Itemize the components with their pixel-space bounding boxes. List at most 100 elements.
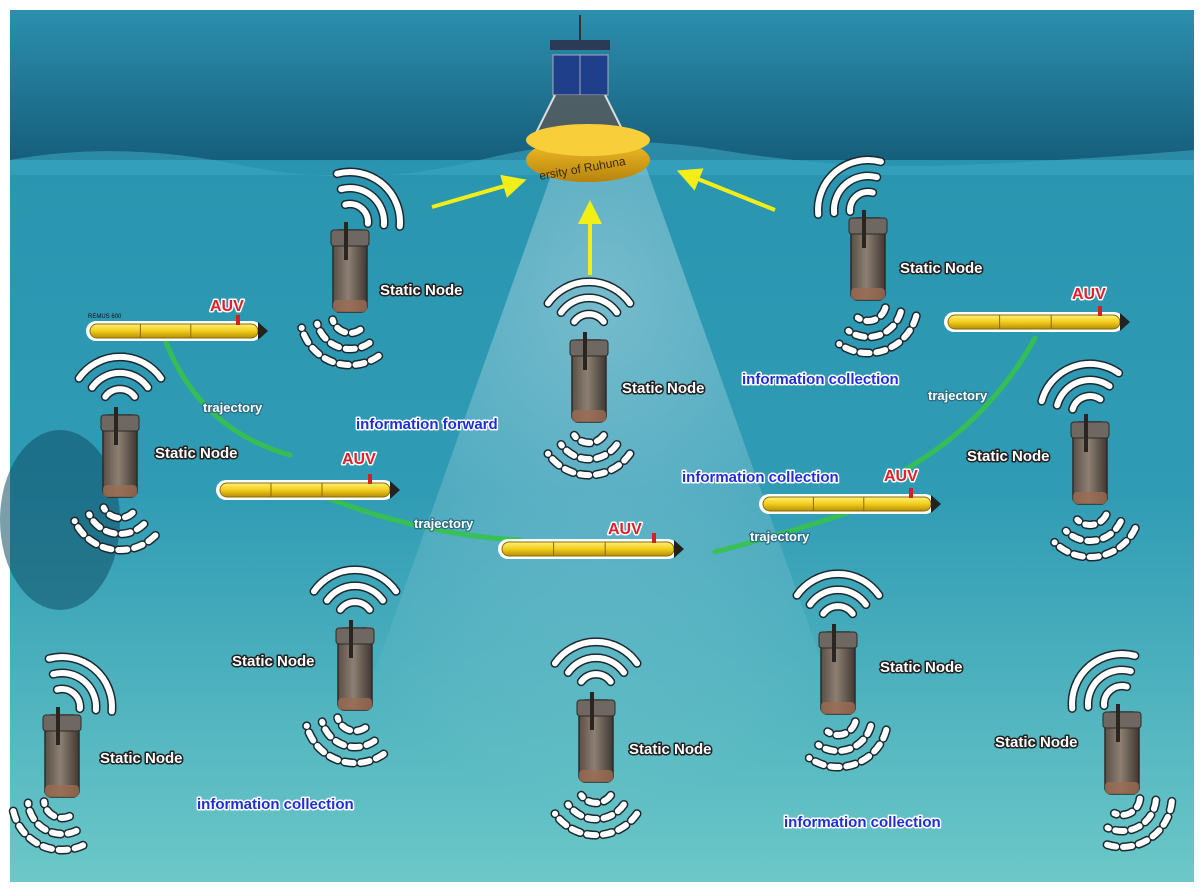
node-cap xyxy=(100,414,140,432)
static-nodes xyxy=(7,155,1177,855)
trajectory-label: trajectory xyxy=(414,516,474,531)
node-base xyxy=(1073,492,1107,504)
signal-waves-down-icon xyxy=(834,303,921,358)
signal-waves-up-icon xyxy=(550,637,642,687)
node-base xyxy=(821,702,855,714)
static-node xyxy=(297,167,405,370)
signal-waves-down-icon xyxy=(550,790,642,840)
node-cap xyxy=(848,217,888,235)
static-node-label: Static Node xyxy=(155,445,238,462)
trajectory-paths xyxy=(162,335,1038,555)
static-node-label: Static Node xyxy=(900,260,983,277)
signal-waves-up-icon xyxy=(44,652,117,716)
node-base xyxy=(45,785,79,797)
static-node-label: Static Node xyxy=(380,282,463,299)
auv-hull xyxy=(762,496,932,512)
signal-waves-up-icon xyxy=(543,277,635,327)
auv-propeller-icon xyxy=(1120,313,1130,331)
trajectory-label: trajectory xyxy=(203,400,263,415)
signal-waves-down-icon xyxy=(804,717,891,772)
auv-propeller-icon xyxy=(258,322,268,340)
trajectory-path-right xyxy=(902,335,1038,473)
information-collection-label: information collection xyxy=(742,371,899,388)
auv-propeller-icon xyxy=(390,481,400,499)
node-base xyxy=(103,485,137,497)
signal-waves-up-icon xyxy=(1037,359,1124,414)
signal-waves-down-icon xyxy=(1096,794,1177,852)
node-cap xyxy=(1070,421,1110,439)
static-node xyxy=(7,652,117,855)
static-node-label: Static Node xyxy=(622,380,705,397)
static-node xyxy=(813,155,921,358)
auv-hull xyxy=(219,482,391,498)
static-node xyxy=(70,352,166,555)
signal-waves-down-icon xyxy=(1050,510,1140,562)
surface-buoy: ersity of Ruhuna xyxy=(526,15,650,183)
trajectory-label: trajectory xyxy=(928,388,988,403)
auv-hull xyxy=(89,323,259,339)
static-node xyxy=(543,277,635,480)
forward-arrows xyxy=(431,168,776,275)
node-base xyxy=(572,410,606,422)
signal-waves-down-icon xyxy=(302,713,389,768)
signal-waves-up-icon xyxy=(74,352,166,402)
node-base xyxy=(579,770,613,782)
node-base xyxy=(851,288,885,300)
auv-hull xyxy=(947,314,1121,330)
information-collection-label: information collection xyxy=(784,814,941,831)
auv-label: AUV xyxy=(884,468,918,485)
auv-vehicle xyxy=(759,488,941,514)
node-cap xyxy=(335,627,375,645)
auv-antenna xyxy=(368,474,372,484)
signal-waves-up-icon xyxy=(309,565,401,615)
auv-label: AUV xyxy=(342,451,376,468)
arrow-right xyxy=(676,168,776,212)
node-base xyxy=(338,698,372,710)
node-base xyxy=(333,300,367,312)
information-collection-label: information collection xyxy=(682,469,839,486)
information-collection-label: information collection xyxy=(197,796,354,813)
static-node-label: Static Node xyxy=(880,659,963,676)
auv-vehicle xyxy=(216,474,400,500)
node-cap xyxy=(576,699,616,717)
static-node-label: Static Node xyxy=(967,448,1050,465)
signal-waves-down-icon xyxy=(297,315,384,370)
static-node xyxy=(1037,359,1140,562)
trajectory-path-left xyxy=(162,337,293,458)
static-node-label: Static Node xyxy=(232,653,315,670)
trajectory-path-center xyxy=(317,492,523,543)
signal-waves-up-icon xyxy=(332,167,405,231)
auv-label: AUV xyxy=(608,521,642,538)
auv-vehicle xyxy=(944,306,1130,332)
trajectory-label: trajectory xyxy=(750,529,810,544)
signal-waves-up-icon xyxy=(813,155,886,219)
node-cap xyxy=(42,714,82,732)
static-node-label: Static Node xyxy=(100,750,183,767)
node-cap xyxy=(818,631,858,649)
auv-antenna xyxy=(236,315,240,325)
node-cap xyxy=(330,229,370,247)
node-cap xyxy=(1102,711,1142,729)
signal-waves-down-icon xyxy=(70,503,160,555)
static-node-label: Static Node xyxy=(995,734,1078,751)
auv-label: AUV xyxy=(1072,286,1106,303)
arrow-left xyxy=(431,174,527,209)
light-rays xyxy=(300,150,900,882)
auv-propeller-icon xyxy=(674,540,684,558)
signal-waves-down-icon xyxy=(7,797,88,855)
node-cap xyxy=(569,339,609,357)
coral-reef xyxy=(0,430,120,610)
static-node-label: Static Node xyxy=(629,741,712,758)
auv-antenna xyxy=(909,488,913,498)
signal-waves-up-icon xyxy=(1067,649,1140,713)
auv-vehicle xyxy=(498,533,684,559)
auv-hull xyxy=(501,541,675,557)
node-base xyxy=(1105,782,1139,794)
static-node xyxy=(792,569,891,772)
information-forward-label: information forward xyxy=(356,416,498,433)
signal-waves-down-icon xyxy=(543,430,635,480)
auv-model-tag: REMUS 600 xyxy=(88,314,122,320)
static-node xyxy=(1067,649,1177,852)
auv-vehicles: REMUS 600 xyxy=(86,306,1130,559)
